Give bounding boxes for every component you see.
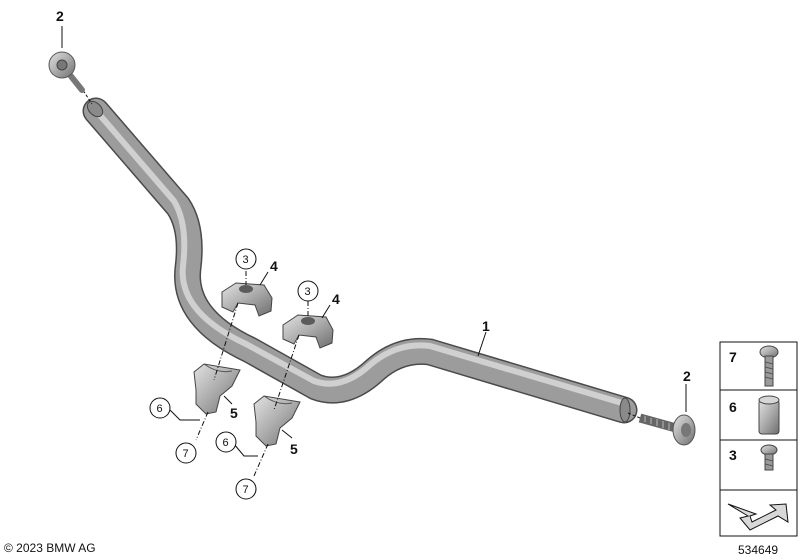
- end-weight-left: [48, 51, 93, 105]
- callout-sleeve-left: 6: [157, 403, 163, 415]
- callout-clamp-left: 4: [270, 258, 278, 274]
- leader-lines: [61, 26, 687, 457]
- callout-end-weight-left: 2: [56, 8, 64, 24]
- diagram-number: 534649: [738, 543, 779, 557]
- callout-riser-left: 5: [230, 405, 238, 421]
- assembly-lines: [195, 271, 309, 477]
- riser-left: [193, 363, 241, 415]
- callout-bolt-left: 7: [183, 448, 189, 460]
- callout-bolt-right: 7: [243, 484, 249, 496]
- circled-callouts: 3 3 6 7 6 7: [149, 248, 319, 500]
- copyright-notice: © 2023 BMW AG: [4, 541, 96, 555]
- legend-number-bolt: 7: [729, 349, 737, 365]
- arrow-pointer-icon: [727, 503, 789, 531]
- callout-screw-left: 3: [243, 254, 249, 266]
- callout-end-weight-right: 2: [683, 368, 691, 384]
- callout-screw-right: 3: [305, 286, 311, 298]
- legend-number-sleeve: 6: [729, 399, 737, 415]
- short-screw-icon: [760, 444, 778, 471]
- end-weight-right: [627, 412, 696, 446]
- callout-riser-right: 5: [290, 441, 298, 457]
- parts-legend: 7 6 3: [719, 341, 798, 537]
- legend-number-screw: 3: [729, 447, 737, 463]
- torx-bolt-icon: [759, 345, 779, 387]
- clamp-left: [221, 282, 273, 317]
- handlebar: [82, 97, 638, 424]
- callout-handlebar: 1: [482, 318, 490, 334]
- sleeve-icon: [758, 395, 780, 435]
- callout-clamp-right: 4: [332, 291, 340, 307]
- callout-sleeve-right: 6: [223, 437, 229, 449]
- clamp-right: [282, 314, 334, 349]
- riser-right: [253, 395, 301, 447]
